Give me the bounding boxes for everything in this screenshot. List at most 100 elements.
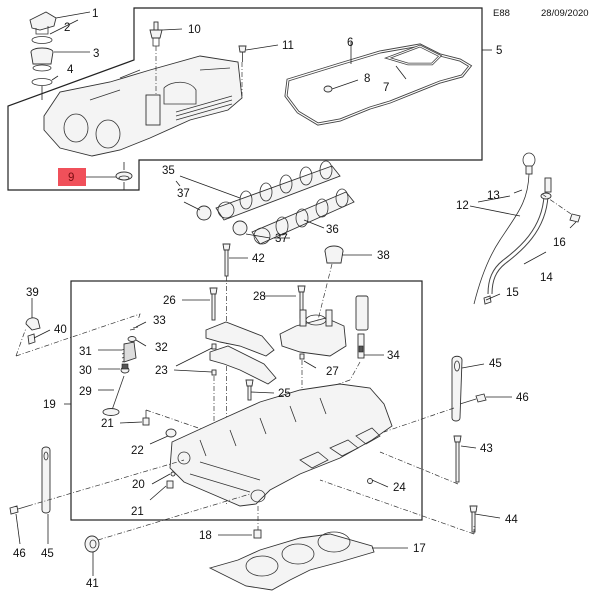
bolt-46-left[interactable] (9, 505, 29, 515)
bracket-45-left[interactable] (41, 446, 51, 514)
callout-28[interactable]: 28 (253, 291, 266, 303)
clip-15[interactable] (483, 295, 492, 305)
callout-33[interactable]: 33 (153, 315, 166, 327)
bracket-45-right[interactable] (451, 355, 463, 422)
callout-18[interactable]: 18 (199, 530, 212, 542)
callout-4[interactable]: 4 (67, 64, 74, 76)
valve-spring-31[interactable] (121, 341, 137, 363)
seal-ring-4[interactable] (31, 78, 53, 86)
head-gasket-17[interactable] (208, 531, 375, 591)
ball-24[interactable] (367, 478, 373, 484)
plug-21a[interactable] (142, 410, 150, 426)
dipstick-tube-14[interactable] (487, 177, 552, 295)
ball-20[interactable] (170, 471, 176, 477)
valve-29[interactable] (102, 375, 125, 416)
callout-23[interactable]: 23 (155, 365, 168, 377)
bearing-cap-upper[interactable] (205, 321, 275, 357)
callout-12[interactable]: 12 (456, 200, 469, 212)
dowel-27[interactable] (299, 353, 305, 360)
cam-cover-gasket-6[interactable] (284, 43, 473, 126)
callout-19[interactable]: 19 (43, 399, 56, 411)
lash-adjuster-40[interactable] (27, 333, 36, 345)
seal-8[interactable] (323, 85, 333, 93)
camshaft-36[interactable] (251, 188, 355, 245)
oil-filler-cap[interactable] (29, 11, 57, 35)
bolt-11[interactable] (238, 45, 247, 62)
seal-ring-2[interactable] (31, 36, 53, 44)
bolt-26[interactable] (209, 287, 218, 321)
callout-9[interactable]: 9 (68, 172, 74, 184)
seal-ring-37b[interactable] (232, 220, 248, 236)
dowel-18[interactable] (253, 529, 262, 539)
callout-46b[interactable]: 46 (516, 392, 529, 404)
callout-38[interactable]: 38 (377, 250, 390, 262)
seal-41[interactable] (84, 535, 100, 553)
cylinder-head-19[interactable] (169, 383, 393, 507)
callout-26[interactable]: 26 (163, 295, 176, 307)
callout-46a[interactable]: 46 (13, 548, 26, 560)
bolt-46-right[interactable] (459, 393, 487, 405)
dipstick-12[interactable] (473, 152, 536, 305)
callout-30[interactable]: 30 (79, 365, 92, 377)
callout-25[interactable]: 25 (278, 388, 291, 400)
callout-40[interactable]: 40 (54, 324, 67, 336)
callout-5[interactable]: 5 (496, 45, 502, 57)
dowel-23a[interactable] (211, 343, 217, 350)
callout-10[interactable]: 10 (188, 24, 201, 36)
callout-37b[interactable]: 37 (275, 233, 288, 245)
bolt-25[interactable] (245, 379, 254, 401)
callout-13[interactable]: 13 (487, 190, 500, 202)
callout-44[interactable]: 44 (505, 514, 518, 526)
callout-7[interactable]: 7 (383, 82, 389, 94)
callout-45a[interactable]: 45 (41, 548, 54, 560)
callout-20[interactable]: 20 (132, 479, 145, 491)
sensor-10[interactable] (149, 21, 163, 47)
plug-22[interactable] (165, 428, 177, 438)
spring-retainer-32[interactable] (127, 336, 137, 342)
callout-14[interactable]: 14 (540, 272, 553, 284)
callout-32[interactable]: 32 (155, 342, 168, 354)
callout-8[interactable]: 8 (364, 73, 370, 85)
filler-neck-adapter[interactable] (30, 47, 54, 72)
bolt-43[interactable] (453, 435, 462, 483)
callout-42[interactable]: 42 (252, 253, 265, 265)
callout-29[interactable]: 29 (79, 386, 92, 398)
valve-keepers-33[interactable] (129, 326, 139, 331)
callout-34[interactable]: 34 (387, 350, 400, 362)
callout-11[interactable]: 11 (282, 40, 294, 52)
callout-24[interactable]: 24 (393, 482, 406, 494)
rocker-arm-39[interactable] (25, 317, 41, 331)
callout-27[interactable]: 27 (326, 366, 339, 378)
callout-6[interactable]: 6 (347, 37, 353, 49)
seal-ring-37a[interactable] (196, 205, 212, 221)
callout-43[interactable]: 43 (480, 443, 493, 455)
pump-housing[interactable] (279, 309, 347, 357)
callout-21a[interactable]: 21 (101, 418, 114, 430)
bearing-cap-lower[interactable] (209, 345, 277, 385)
callout-36[interactable]: 36 (326, 224, 339, 236)
spark-plug-34[interactable] (355, 295, 369, 359)
plug-21b[interactable] (166, 480, 174, 489)
bolt-16[interactable] (569, 213, 581, 223)
callout-2[interactable]: 2 (64, 22, 70, 34)
callout-21b[interactable]: 21 (131, 506, 144, 518)
bolt-42[interactable] (222, 243, 231, 277)
callout-15[interactable]: 15 (506, 287, 519, 299)
camshaft-cover[interactable] (43, 55, 243, 157)
callout-39[interactable]: 39 (26, 287, 39, 299)
callout-17[interactable]: 17 (413, 543, 426, 555)
callout-3[interactable]: 3 (93, 48, 99, 60)
callout-16[interactable]: 16 (553, 237, 566, 249)
gasket-7[interactable] (383, 44, 443, 66)
callout-41[interactable]: 41 (86, 578, 99, 590)
callout-1[interactable]: 1 (92, 8, 98, 20)
dowel-23b[interactable] (211, 369, 217, 376)
callout-31[interactable]: 31 (79, 346, 92, 358)
seal-9[interactable] (115, 171, 133, 181)
callout-22[interactable]: 22 (131, 445, 144, 457)
valve-stem-seal-30[interactable] (120, 363, 130, 374)
camshaft-35[interactable] (215, 160, 341, 221)
callout-35[interactable]: 35 (162, 165, 175, 177)
callout-37a[interactable]: 37 (177, 188, 190, 200)
bolt-44[interactable] (469, 505, 478, 533)
